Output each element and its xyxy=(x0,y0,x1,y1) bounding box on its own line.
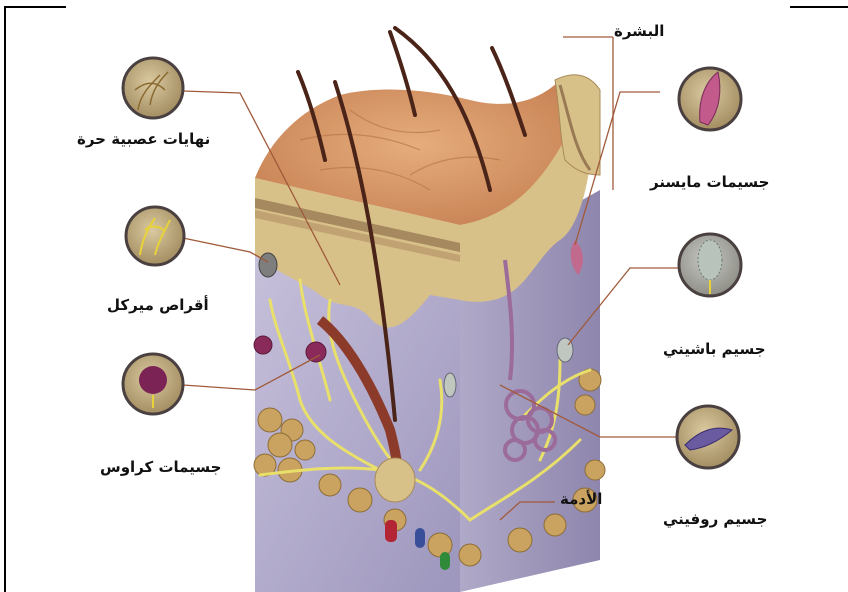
inset-meissner-corpuscles xyxy=(679,68,741,130)
merkel-disc-marker xyxy=(259,253,277,277)
krause-marker-1 xyxy=(254,336,272,354)
skin-block xyxy=(254,75,605,592)
inset-krause-corpuscles xyxy=(123,354,183,414)
label-free-nerve-endings: نهايات عصبية حرة xyxy=(77,130,210,148)
label-epidermis: البشرة xyxy=(614,22,664,40)
label-merkel-discs: أقراص ميركل xyxy=(107,296,209,314)
label-dermis: الأدمة xyxy=(560,490,602,508)
label-ruffini-corpuscle: جسيم روفيني xyxy=(663,510,767,528)
inset-ruffini-corpuscle xyxy=(677,406,739,468)
label-pacinian-corpuscle: جسيم باشيني xyxy=(663,340,766,358)
inset-free-nerve-endings xyxy=(123,58,183,118)
ruffini-marker xyxy=(444,373,456,397)
krause-marker-2 xyxy=(306,342,326,362)
label-krause-corpuscles: جسيمات كراوس xyxy=(100,458,221,476)
label-meissner-corpuscles: جسيمات مايسنر xyxy=(650,173,769,191)
inset-pacinian-corpuscle xyxy=(679,234,741,296)
inset-merkel-discs xyxy=(126,207,184,265)
